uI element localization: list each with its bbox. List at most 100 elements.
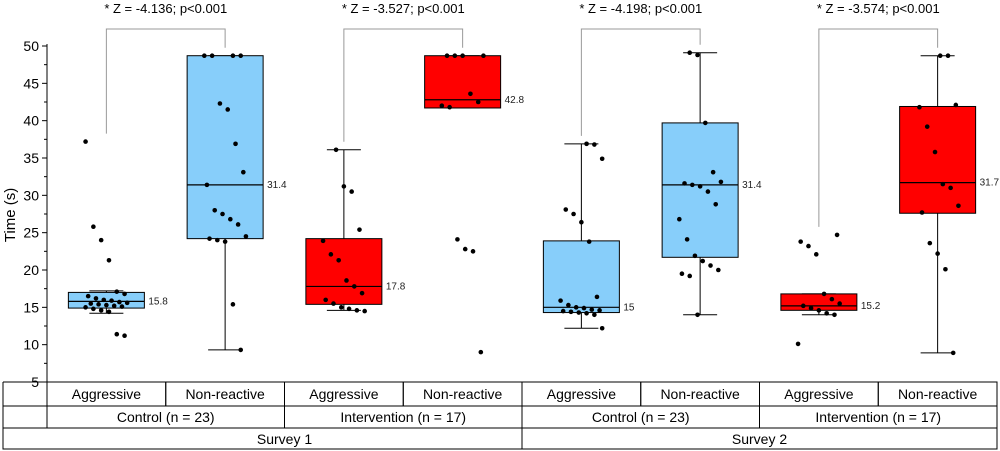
median-label: 15.8 [148,296,168,307]
data-point [468,91,473,97]
survey-label: Survey 1 [257,431,312,447]
significance-annotations: * Z = -4.136; p<0.001* Z = -3.527; p<0.0… [104,1,940,227]
data-point [713,201,719,207]
data-point [816,308,822,313]
data-point [243,234,249,239]
data-point [462,246,468,252]
box-group: 31.7 [899,53,1000,356]
data-point [584,141,589,147]
data-point [813,252,819,257]
box-group: 15.2 [780,232,881,347]
box-group: 42.8 [424,53,525,355]
data-point [829,296,835,302]
data-point [708,263,713,268]
y-tick-label: 25 [23,225,39,241]
y-tick-label: 45 [23,75,39,91]
data-point [584,311,589,316]
data-point [594,294,600,300]
data-point [217,101,223,106]
y-axis-title: Time (s) [2,188,19,242]
data-point [576,310,582,315]
data-point [447,104,452,110]
category-label: Aggressive [72,386,141,402]
data-point [122,291,127,297]
survey-cell [521,427,998,450]
data-point [88,301,94,306]
data-point [935,251,940,256]
data-point [599,156,605,162]
data-point [927,240,933,246]
data-point [687,273,693,279]
data-point [238,347,244,353]
data-point [209,53,215,59]
data-point [207,236,212,241]
data-point [91,306,96,312]
data-point [795,341,801,347]
data-point [349,189,354,194]
data-point [697,184,703,189]
data-point [470,249,476,254]
y-tick-label: 10 [23,337,39,353]
data-point [705,189,711,194]
data-point [233,141,238,147]
data-point [566,302,571,308]
data-point [331,301,336,306]
data-point [950,350,956,356]
data-point [478,349,484,355]
data-point [124,300,130,306]
data-point [359,290,365,296]
data-point [832,312,837,318]
data-point [710,169,716,175]
data-point [943,266,948,272]
significance-label: * Z = -3.574; p<0.001 [817,1,940,16]
significance-bracket [105,28,226,134]
data-point [690,182,695,188]
data-point [586,239,592,244]
y-tick-label: 15 [23,299,39,315]
data-point [932,149,938,155]
data-point [560,308,566,314]
data-point [83,139,88,144]
data-point [589,307,595,312]
data-point [924,124,930,129]
data-point [109,298,114,303]
data-point [85,293,91,299]
median-label: 31.7 [980,178,1000,189]
category-label: Aggressive [784,386,853,402]
category-label: Non-reactive [660,386,740,402]
data-point [599,325,605,331]
data-point [687,50,693,56]
box-iqr [305,238,383,305]
data-point [806,243,811,249]
data-point [341,184,347,189]
data-point [592,312,597,318]
data-point [220,211,225,217]
data-point [948,185,953,191]
data-point [695,312,700,318]
box-iqr [899,105,977,214]
data-point [230,53,236,59]
y-tick-label: 30 [23,187,39,203]
group-label: Intervention (n = 17) [340,409,466,425]
data-point [351,284,357,289]
data-point [800,303,806,309]
data-point [679,271,685,277]
data-point [716,267,721,273]
data-point [202,53,207,59]
data-point [338,305,344,310]
significance-bracket [343,28,464,142]
data-point [215,237,220,243]
data-point [222,239,228,244]
significance-bracket [818,28,939,227]
box-group: 31.4 [186,53,287,353]
data-point [700,258,706,264]
median-label: 31.4 [742,180,762,191]
box-iqr [186,55,264,240]
data-point [956,203,961,209]
data-point [452,53,458,59]
data-point [581,305,587,311]
box-group: 17.8 [305,147,406,314]
